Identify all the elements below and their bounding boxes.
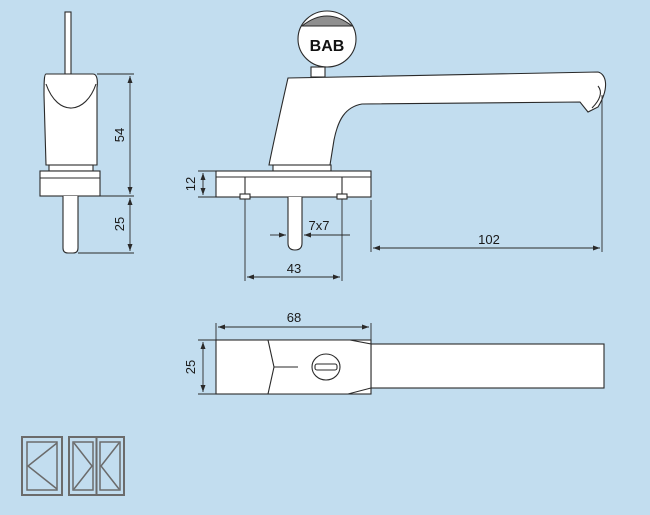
side-lever-stem bbox=[64, 11, 72, 75]
side-handle-body bbox=[43, 73, 98, 166]
top-handle-lever bbox=[370, 343, 605, 389]
front-handle-tip-contour bbox=[591, 85, 601, 109]
side-collar bbox=[48, 164, 94, 172]
dimension-label-spindle-square: 7x7 bbox=[309, 218, 330, 233]
dimension-label-side-height: 54 bbox=[112, 128, 127, 142]
dimension-label-handle-length: 102 bbox=[478, 232, 500, 247]
front-base-plate bbox=[215, 170, 372, 198]
lock-key-slot bbox=[300, 15, 354, 27]
dimension-label-top-length: 68 bbox=[287, 310, 301, 325]
top-view: 68 25 bbox=[183, 310, 605, 395]
side-handle-contour bbox=[45, 83, 97, 109]
side-view: 54 25 bbox=[39, 11, 134, 254]
side-base bbox=[39, 170, 101, 197]
brand-logo: BAB bbox=[310, 38, 345, 55]
lock-cylinder-neck bbox=[310, 66, 326, 78]
dimension-label-base-thickness: 12 bbox=[183, 177, 198, 191]
screw-head-left bbox=[239, 193, 251, 200]
dimension-label-top-width: 25 bbox=[183, 360, 198, 374]
window-single-sash-icon bbox=[21, 436, 63, 496]
front-collar bbox=[272, 164, 332, 172]
window-double-sash-icon bbox=[68, 436, 125, 496]
front-view: BAB 12 7x7 102 43 bbox=[183, 10, 607, 281]
front-spindle bbox=[287, 197, 303, 251]
screw-head-right bbox=[336, 193, 348, 200]
side-spindle bbox=[62, 196, 79, 254]
front-handle-lever bbox=[268, 71, 607, 166]
dimension-label-side-spindle: 25 bbox=[112, 217, 127, 231]
top-key-slot bbox=[314, 363, 338, 371]
dimension-label-base-width: 43 bbox=[287, 261, 301, 276]
